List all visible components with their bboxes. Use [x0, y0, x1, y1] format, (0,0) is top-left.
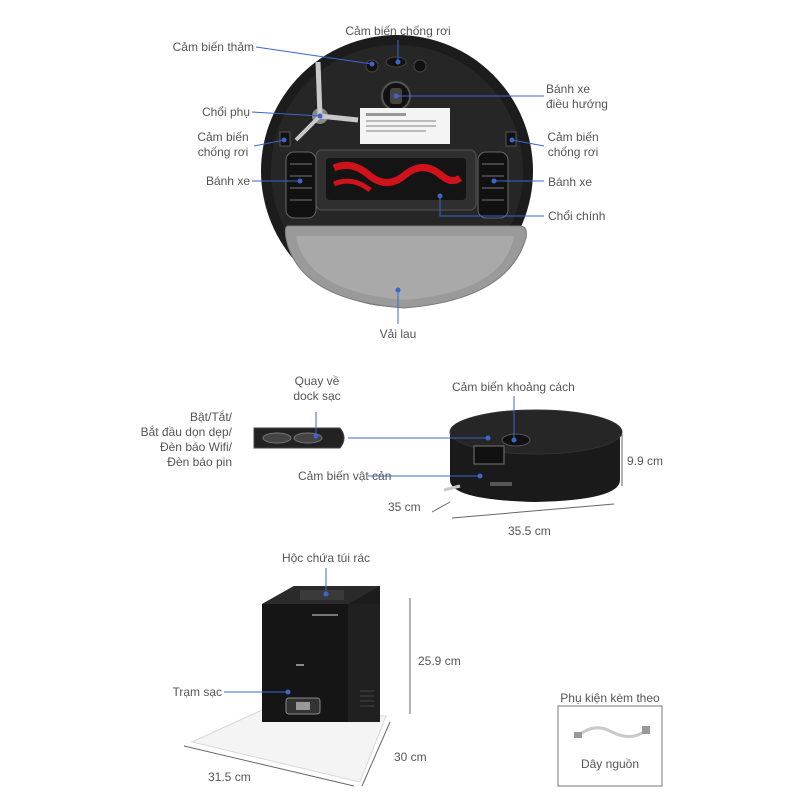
dust-bin-lid — [300, 590, 344, 600]
label-mop-cloth: Vải lau — [379, 327, 417, 341]
accessories-box — [557, 705, 663, 787]
dim-robot-height: 9.9 cm — [627, 454, 664, 468]
dim-dock-height: 25.9 cm — [418, 654, 461, 668]
label-main-brush: Chổi chính — [548, 209, 606, 223]
power-cord-icon — [577, 726, 647, 738]
obstacle-sensor-window — [473, 445, 505, 465]
robot-bottom-view — [251, 35, 545, 324]
label-charging-base: Trạm sạc — [172, 685, 222, 699]
label-side-brush: Chổi phụ — [201, 105, 250, 119]
accessories-title: Phụ kiện kèm theo — [560, 691, 660, 705]
wheel-right — [477, 151, 509, 219]
power-button — [262, 432, 292, 444]
dock-mat — [190, 709, 387, 783]
label-carpet-sensor: Cảm biến thảm — [172, 40, 254, 54]
label-obstacle-sensor: Cảm biến vật cản — [298, 469, 392, 483]
label-wheel-right: Bánh xe — [548, 175, 593, 189]
label-power-button: Bật/Tắt/ Bắt đầu dọn dẹp/ Đèn báo Wifi/ … — [140, 410, 232, 469]
label-cliff-sensor-top: Cảm biến chống rơi — [345, 24, 451, 38]
label-distance-sensor: Cảm biến khoảng cách — [452, 380, 575, 394]
dim-robot-depth: 35 cm — [388, 500, 421, 514]
dim-dock-width: 31.5 cm — [208, 770, 251, 784]
side-brush — [294, 61, 359, 142]
dim-dock-depth: 30 cm — [394, 750, 427, 764]
label-caster-wheel: Bánh xe điều hướng — [546, 82, 608, 111]
label-cliff-sensor-left: Cảm biến chống rơi — [197, 130, 249, 159]
label-return-dock: Quay về dock sạc — [293, 374, 341, 403]
dim-robot-width: 35.5 cm — [508, 524, 551, 538]
dock-view — [183, 568, 411, 787]
accessory-power-cord: Dây nguồn — [580, 757, 640, 771]
label-wheel-left: Bánh xe — [205, 174, 250, 188]
label-dust-bin: Hộc chứa túi rác — [281, 551, 371, 565]
label-cliff-sensor-right: Cảm biến chống rơi — [547, 130, 599, 159]
robot-side-view — [253, 396, 623, 519]
wheel-left — [285, 151, 317, 219]
